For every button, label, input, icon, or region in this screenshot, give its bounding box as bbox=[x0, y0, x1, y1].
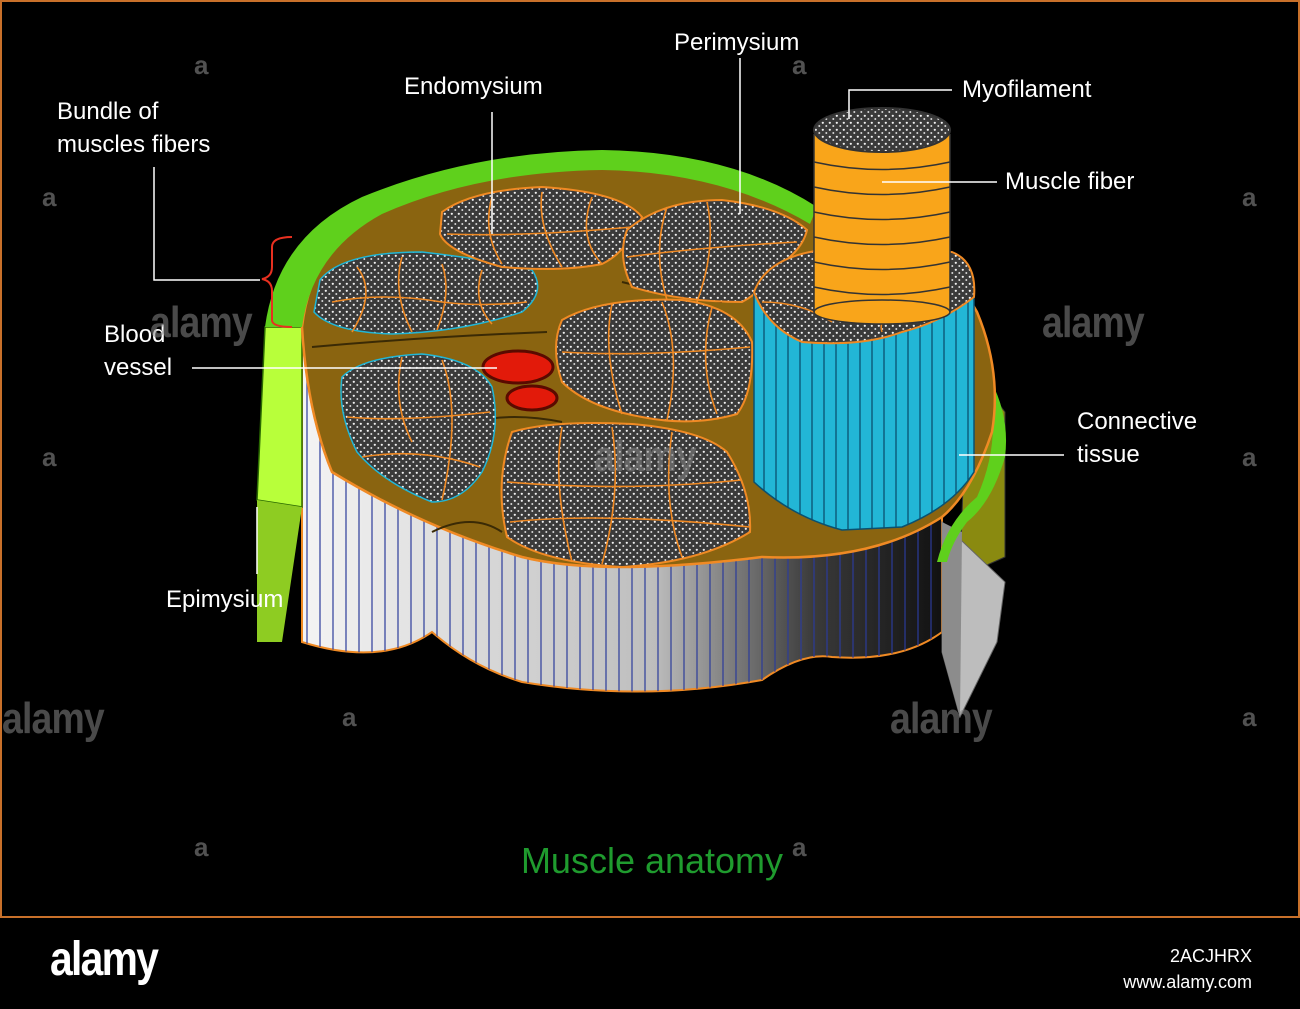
leader-lines bbox=[153, 58, 1064, 574]
watermark-letter: a bbox=[42, 182, 57, 212]
watermark-letter: a bbox=[42, 442, 57, 472]
fascicle-center bbox=[555, 298, 754, 423]
watermark-logo: alamy bbox=[594, 432, 697, 481]
watermark-logo: alamy bbox=[1042, 298, 1145, 347]
blood-vessels bbox=[481, 349, 559, 412]
epimysium-left-flap bbox=[256, 326, 303, 642]
muscle-cross-section-diagram bbox=[153, 58, 1064, 719]
label-perimysium: Perimysium bbox=[674, 29, 800, 56]
watermark-letter: a bbox=[1242, 442, 1257, 472]
diagram-title: Muscle anatomy bbox=[520, 840, 784, 881]
fascicles bbox=[313, 185, 809, 569]
fascicle-left bbox=[340, 353, 497, 503]
watermark-letter: a bbox=[194, 832, 209, 862]
muscle-fiber-cylinder bbox=[813, 107, 951, 325]
footer-image-id: 2ACJHRX bbox=[1169, 946, 1252, 966]
label-myofilament: Myofilament bbox=[962, 76, 1092, 103]
label-epimysium: Epimysium bbox=[166, 586, 284, 613]
watermark-logo: alamy bbox=[150, 298, 253, 347]
footer-url: www.alamy.com bbox=[1123, 972, 1252, 992]
watermark-letter: a bbox=[792, 50, 807, 80]
bundle-bracket bbox=[261, 236, 293, 328]
watermark-letter: a bbox=[1242, 702, 1257, 732]
label-endomysium: Endomysium bbox=[404, 73, 543, 100]
fascicle-bottom-center bbox=[500, 422, 752, 569]
label-muscle-fiber: Muscle fiber bbox=[1005, 168, 1135, 195]
footer-logo: alamy bbox=[50, 933, 159, 986]
watermark-letter: a bbox=[1242, 182, 1257, 212]
watermark-logo: alamy bbox=[890, 694, 993, 743]
watermark-letter: a bbox=[342, 702, 357, 732]
epimysium-green-rim bbox=[265, 150, 817, 327]
watermark-letter: a bbox=[792, 832, 807, 862]
watermark-letter: a bbox=[194, 50, 209, 80]
watermark-logo: alamy bbox=[2, 694, 105, 743]
footer-bar bbox=[0, 918, 1300, 1009]
